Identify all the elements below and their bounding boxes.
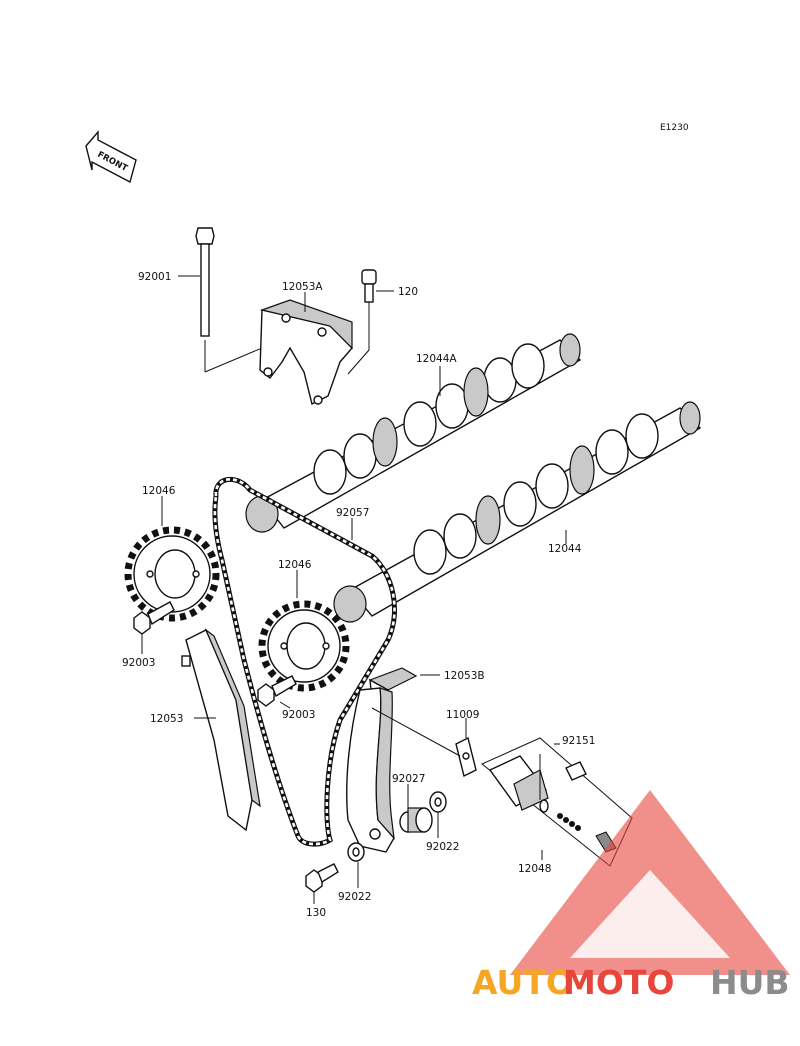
sprocket-12046-mid	[258, 600, 350, 692]
collar-92027	[399, 807, 433, 833]
label-92001: 92001	[138, 271, 171, 283]
label-130: 130	[306, 907, 326, 919]
camshaft-12044A	[245, 333, 582, 533]
camshaft-holder-12053A	[259, 299, 353, 406]
label-92022-right: 92022	[426, 841, 459, 853]
camshaft-12044	[333, 401, 702, 623]
label-12046-top: 12046	[142, 485, 176, 497]
sprocket-12046-top	[124, 526, 220, 622]
label-12044: 12044	[548, 543, 582, 555]
label-120: 120	[398, 286, 418, 298]
label-12044A: 12044A	[416, 353, 457, 365]
cam-chain-92057	[212, 476, 397, 847]
bolt-130	[305, 863, 339, 893]
label-92003-left: 92003	[122, 657, 155, 669]
label-12048: 12048	[518, 863, 551, 875]
label-11009: 11009	[446, 709, 479, 721]
front-arrow-icon: FRONT	[85, 130, 137, 184]
label-92022-bottom: 92022	[338, 891, 371, 903]
label-12053: 12053	[150, 713, 183, 725]
label-92151: 92151	[562, 735, 595, 747]
label-92057: 92057	[336, 507, 369, 519]
watermark-moto: MOTO	[563, 963, 674, 1002]
washer-92022-bottom	[347, 842, 365, 862]
label-12053B: 12053B	[444, 670, 485, 682]
bolt-92003-mid	[257, 675, 297, 707]
bolt-92003-left	[133, 601, 175, 635]
bolt-120	[347, 269, 377, 375]
label-12053A: 12053A	[282, 281, 323, 293]
watermark-auto: AUTO	[472, 963, 574, 1002]
long-bolt-92001	[195, 227, 263, 373]
label-92027: 92027	[392, 773, 425, 785]
watermark-hub: HUB	[710, 963, 790, 1002]
diagram-code: E1230	[660, 123, 689, 133]
label-12046-mid: 12046	[278, 559, 312, 571]
chain-guide-12053	[181, 628, 261, 832]
label-92003-mid: 92003	[282, 709, 315, 721]
automotohub-watermark-logo: AUTO MOTO HUB	[472, 790, 790, 1002]
tensioner-guide-arm	[346, 687, 395, 853]
washer-92022-right	[429, 791, 447, 813]
gasket-11009	[371, 707, 477, 778]
leader-lines	[141, 275, 567, 904]
bolt-92151	[539, 754, 587, 800]
